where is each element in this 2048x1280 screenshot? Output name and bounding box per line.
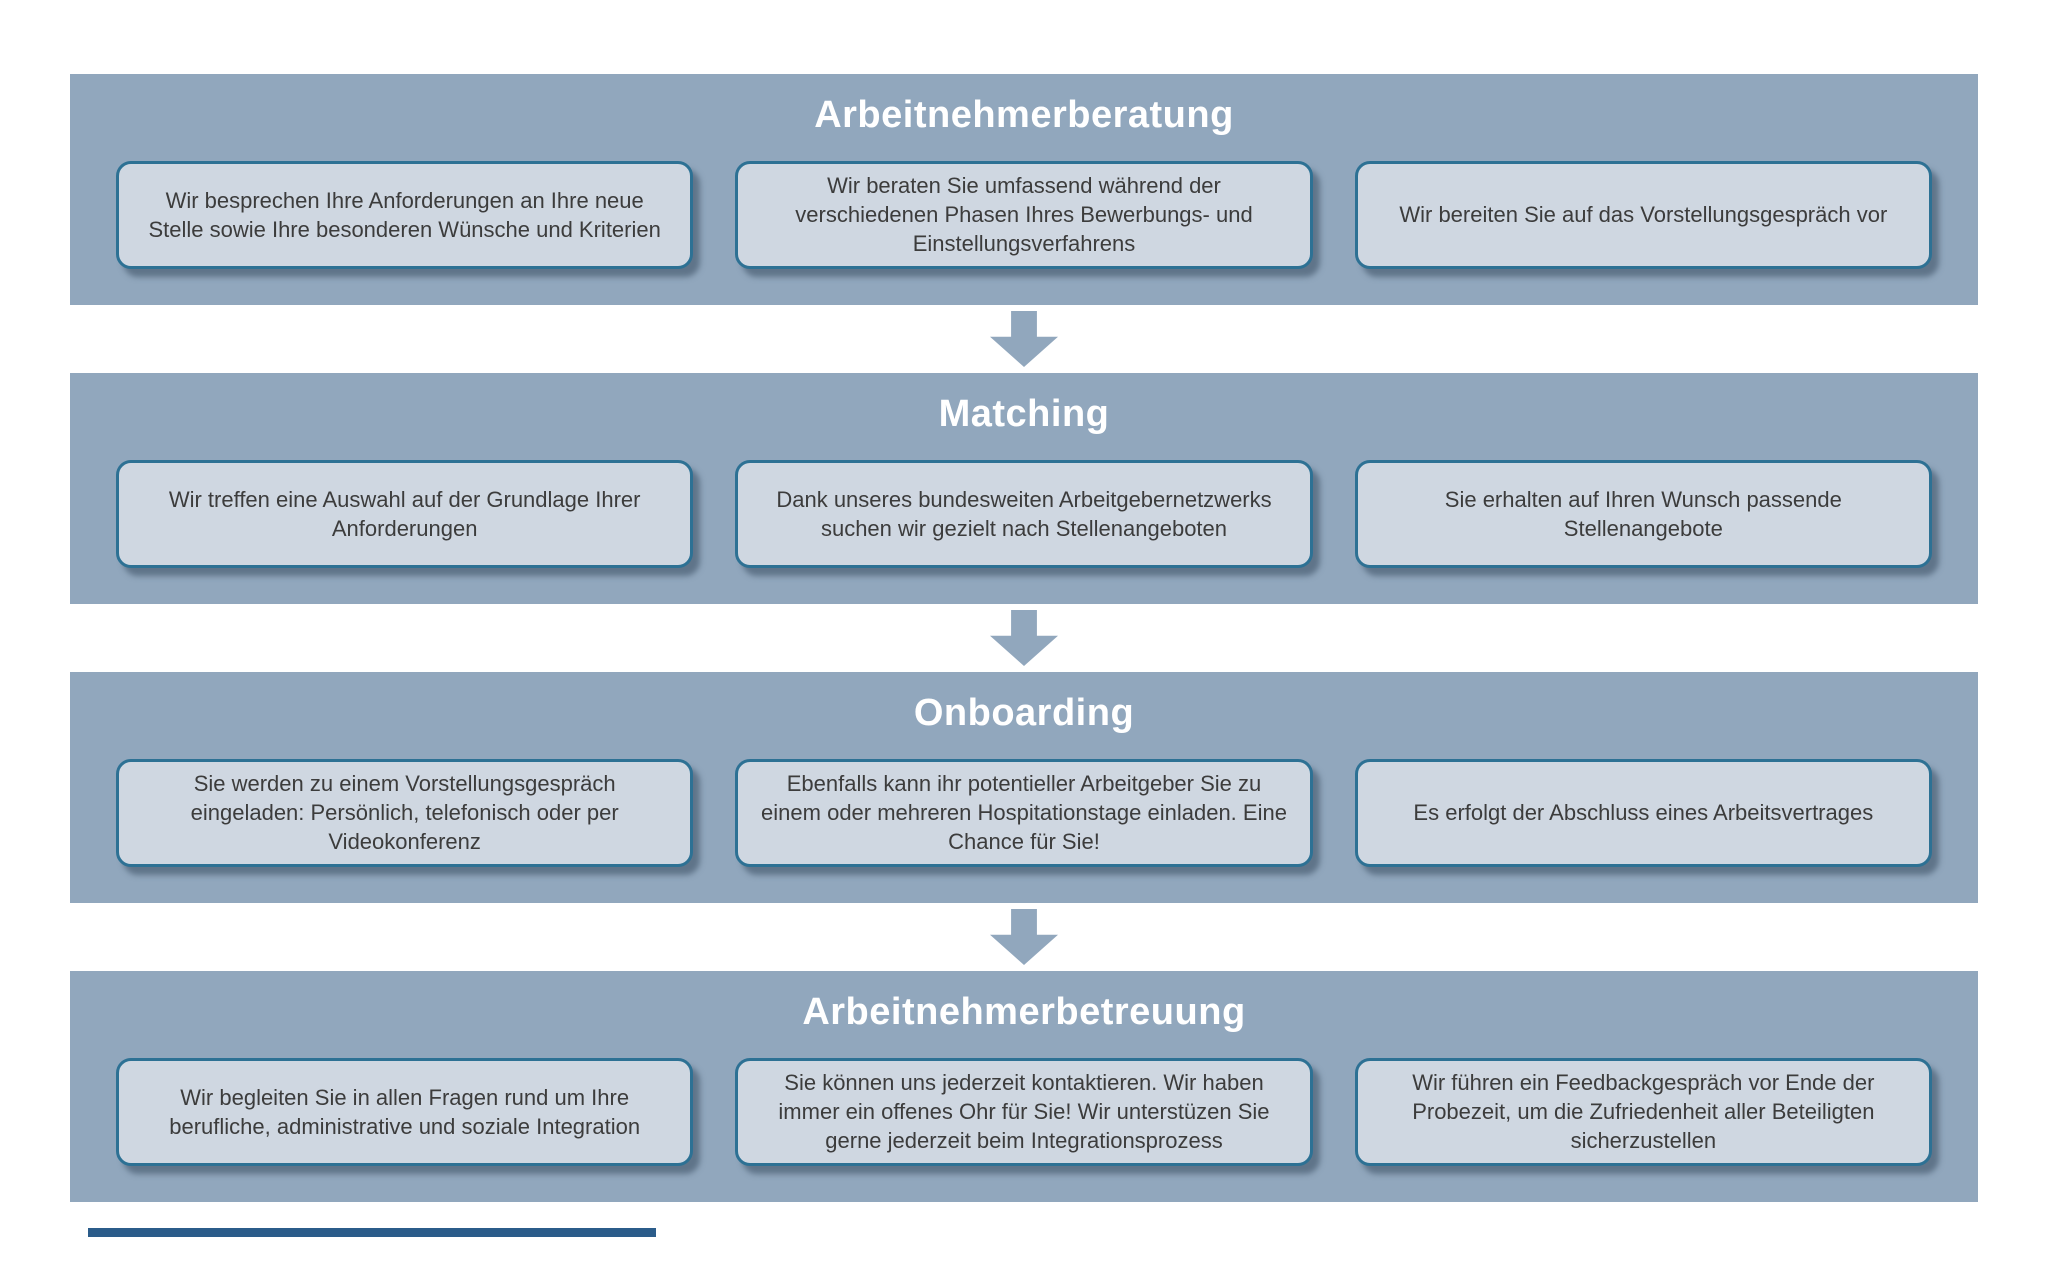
- process-card: Sie können uns jederzeit kontaktieren. W…: [735, 1057, 1313, 1166]
- section-arbeitnehmerberatung: Arbeitnehmerberatung Wir besprechen Ihre…: [70, 74, 1978, 305]
- process-card: Wir führen ein Feedbackgespräch vor Ende…: [1354, 1057, 1932, 1166]
- card-text: Sie werden zu einem Vorstellungsgespräch…: [190, 771, 619, 855]
- card-text: Ebenfalls kann ihr potentieller Arbeitge…: [761, 771, 1287, 855]
- cards-row: Sie werden zu einem Vorstellungsgespräch…: [70, 758, 1978, 867]
- card-text: Es erfolgt der Abschluss eines Arbeitsve…: [1413, 800, 1874, 826]
- arrow-gap: [70, 604, 1978, 672]
- card-text: Sie erhalten auf Ihren Wunsch passende S…: [1444, 486, 1842, 541]
- section-title: Onboarding: [913, 692, 1135, 734]
- section-onboarding: Onboarding Sie werden zu einem Vorstellu…: [70, 672, 1978, 903]
- arrow-gap: [70, 305, 1978, 373]
- process-card: Ebenfalls kann ihr potentieller Arbeitge…: [735, 758, 1313, 867]
- card-text: Dank unseres bundesweiten Arbeitgebernet…: [776, 486, 1272, 541]
- cards-row: Wir begleiten Sie in allen Fragen rund u…: [70, 1057, 1978, 1166]
- arrow-gap: [70, 903, 1978, 971]
- process-card: Sie werden zu einem Vorstellungsgespräch…: [116, 758, 694, 867]
- process-card: Wir besprechen Ihre Anforderungen an Ihr…: [116, 160, 694, 269]
- card-text: Wir führen ein Feedbackgespräch vor Ende…: [1412, 1070, 1875, 1154]
- section-title: Matching: [938, 393, 1110, 435]
- process-card: Sie erhalten auf Ihren Wunsch passende S…: [1354, 459, 1932, 568]
- process-card: Wir beraten Sie umfassend während der ve…: [735, 160, 1313, 269]
- cards-row: Wir besprechen Ihre Anforderungen an Ihr…: [70, 160, 1978, 269]
- section-matching: Matching Wir treffen eine Auswahl auf de…: [70, 373, 1978, 604]
- section-arbeitnehmerbetreuung: Arbeitnehmerbetreuung Wir begleiten Sie …: [70, 971, 1978, 1202]
- section-title: Arbeitnehmerberatung: [814, 94, 1234, 136]
- cards-row: Wir treffen eine Auswahl auf der Grundla…: [70, 459, 1978, 568]
- process-card: Wir treffen eine Auswahl auf der Grundla…: [116, 459, 694, 568]
- card-text: Wir begleiten Sie in allen Fragen rund u…: [169, 1084, 641, 1139]
- card-text: Wir treffen eine Auswahl auf der Grundla…: [168, 486, 641, 541]
- cutoff-element-edge: [88, 1228, 656, 1237]
- down-arrow-icon: [990, 909, 1058, 965]
- card-text: Wir beraten Sie umfassend während der ve…: [795, 173, 1253, 257]
- card-text: Wir bereiten Sie auf das Vorstellungsges…: [1399, 202, 1888, 228]
- section-title: Arbeitnehmerbetreuung: [802, 991, 1246, 1033]
- process-card: Wir begleiten Sie in allen Fragen rund u…: [116, 1057, 694, 1166]
- process-flow-diagram: Arbeitnehmerberatung Wir besprechen Ihre…: [70, 74, 1978, 1202]
- process-card: Es erfolgt der Abschluss eines Arbeitsve…: [1354, 758, 1932, 867]
- down-arrow-icon: [990, 610, 1058, 666]
- down-arrow-icon: [990, 311, 1058, 367]
- card-text: Wir besprechen Ihre Anforderungen an Ihr…: [148, 187, 661, 242]
- process-card: Wir bereiten Sie auf das Vorstellungsges…: [1354, 160, 1932, 269]
- card-text: Sie können uns jederzeit kontaktieren. W…: [778, 1070, 1270, 1154]
- process-card: Dank unseres bundesweiten Arbeitgebernet…: [735, 459, 1313, 568]
